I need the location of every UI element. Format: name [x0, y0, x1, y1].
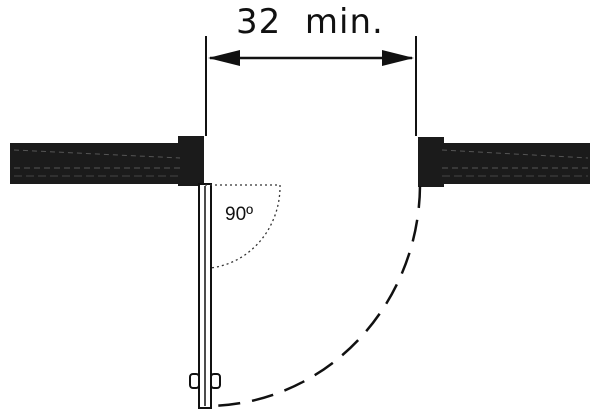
- door-swing-arc: [206, 185, 422, 408]
- right-wall: [418, 137, 590, 187]
- left-wall: [10, 136, 204, 186]
- dimension-line: [208, 50, 414, 66]
- clear-width-dimension: 32 min.: [236, 2, 384, 42]
- door-leaf: [198, 183, 212, 409]
- door-handle: [189, 373, 221, 389]
- dimension-unit: min.: [304, 2, 384, 42]
- angle-arc: [205, 184, 281, 269]
- angle-label: 90º: [225, 204, 254, 225]
- dimension-value: 32: [236, 2, 282, 42]
